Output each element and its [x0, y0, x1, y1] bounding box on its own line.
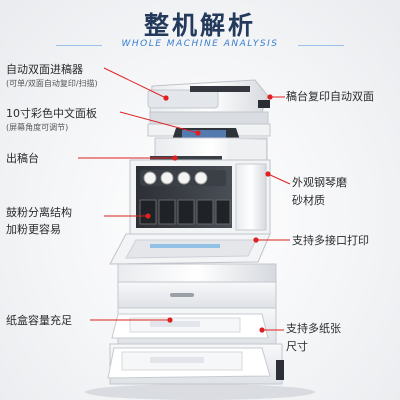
callout-toner: 鼓粉分离结构 [6, 206, 72, 219]
callout-panel: 10寸彩色中文面板 [6, 107, 97, 120]
callout-dots [145, 94, 273, 333]
paper-tray-3-open [107, 343, 284, 385]
touch-screen [182, 130, 226, 138]
callout-adf: 自动双面进稿器 [6, 63, 83, 76]
callout-finish-2: 砂材质 [292, 194, 325, 207]
callout-output: 出稿台 [6, 152, 39, 165]
drum-units [139, 199, 231, 225]
page-subtitle: WHOLE MACHINE ANALYSIS [121, 39, 279, 49]
page-title: 整机解析 [143, 11, 256, 40]
adf-slot [190, 86, 250, 92]
subtitle-line-left [56, 45, 102, 46]
subtitle-line-right [298, 45, 344, 46]
callout-adf-detail: (可单/双面自动复印/扫描) [6, 79, 98, 88]
floor-shadow [85, 384, 315, 400]
front-door-open [109, 233, 271, 265]
callout-paper-2: 尺寸 [286, 340, 308, 353]
toner-cartridges [140, 170, 226, 186]
callout-toner-2: 加粉更容易 [6, 223, 61, 236]
main-body [129, 159, 271, 235]
callout-interface: 支持多接口打印 [292, 234, 369, 247]
upper-body [150, 137, 268, 162]
output-tray [150, 156, 222, 162]
lower-body [117, 263, 277, 283]
callout-panel-detail: (屏幕角度可调节) [6, 123, 69, 132]
callout-paper: 支持多纸张 [286, 322, 341, 335]
paper-tray-1 [117, 281, 277, 309]
callout-duplex: 稿台复印自动双面 [286, 90, 374, 103]
adf-unit [147, 79, 270, 125]
callout-tray: 纸盒容量充足 [6, 314, 72, 327]
callout-finish: 外观钢琴磨 [292, 176, 347, 189]
paper-tray-2-open [111, 307, 277, 345]
